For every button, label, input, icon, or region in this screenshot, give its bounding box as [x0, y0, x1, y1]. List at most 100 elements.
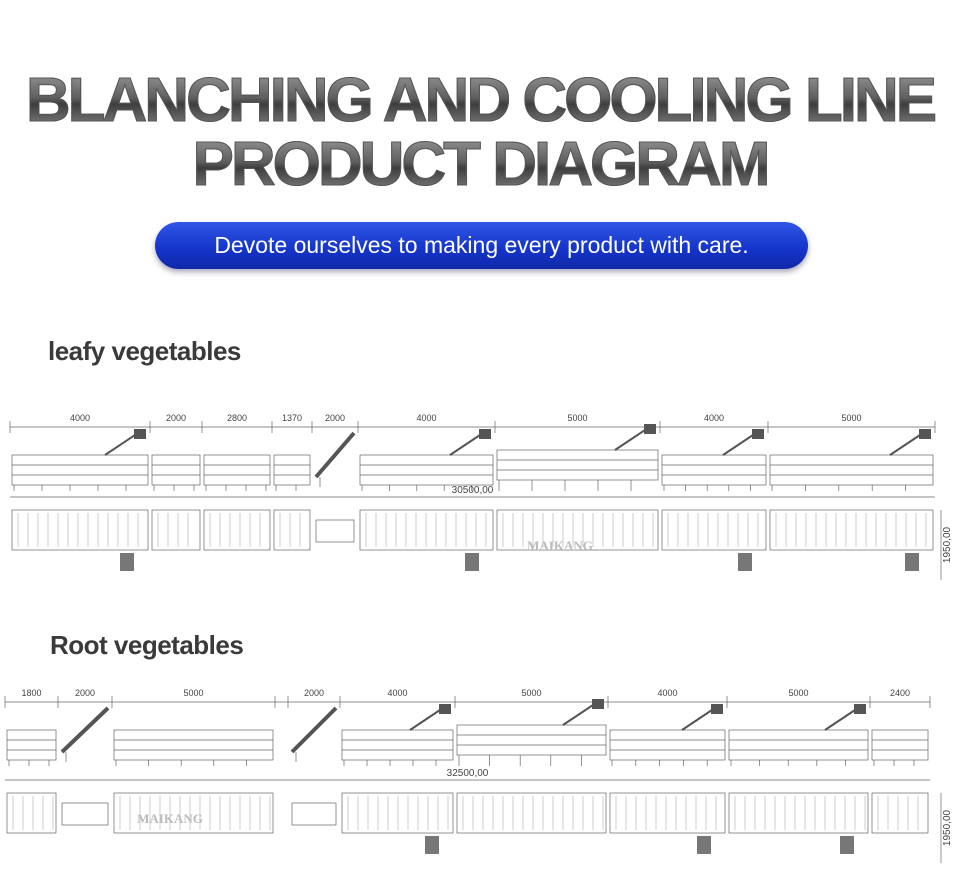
machine-side-view-brush [151, 454, 201, 491]
tank-body [273, 454, 311, 486]
machine-side-view-box [6, 729, 57, 766]
discharge-conveyor [824, 707, 859, 731]
tank-body [496, 449, 659, 481]
section-heading-root: Root vegetables [50, 630, 244, 660]
machine-plan-view [359, 509, 494, 551]
machine-plan-view [113, 792, 274, 834]
tank-body [769, 454, 934, 486]
pump-motor-icon [697, 836, 711, 854]
machine-plan-view [871, 792, 929, 834]
machine-plan-view [151, 509, 201, 551]
machine-side-view-wash [728, 704, 869, 766]
incline-conveyor [60, 706, 110, 754]
machine-plan-view [456, 792, 607, 834]
leafy-line-diagram: 4000 2000 2800 1370 2000 4000 5000 4000 5000 3050… [9, 413, 953, 580]
dimension-label: 2000 [325, 413, 345, 423]
machine-side-view-lift [290, 706, 338, 762]
discharge-conveyor [681, 707, 716, 731]
machine-side-view-belt [113, 729, 274, 766]
machine-side-view-wash [359, 429, 494, 491]
discharge-conveyor [722, 432, 757, 456]
machine-plan-view [661, 509, 767, 551]
tank-body [11, 454, 149, 486]
tank-body [6, 729, 57, 761]
machine-plan-view [341, 792, 454, 834]
machine-plan-view [728, 792, 869, 834]
incline-conveyor [290, 706, 338, 754]
dimension-label: 5000 [841, 413, 861, 423]
pump-motor-icon [120, 553, 134, 571]
dimension-label: 5000 [567, 413, 587, 423]
machine-side-view-belt [203, 454, 271, 491]
pump-motor-icon [465, 553, 479, 571]
dimension-label: 2000 [75, 688, 95, 698]
discharge-conveyor [449, 432, 484, 456]
dimension-label: 2000 [166, 413, 186, 423]
title-line-2: PRODUCT DIAGRAM [0, 133, 960, 196]
tank-body [456, 724, 607, 756]
dimension-label: 4000 [704, 413, 724, 423]
dimension-label: 2400 [890, 688, 910, 698]
machine-plan-view [609, 792, 726, 834]
machine-side-view-roll [871, 729, 929, 766]
tank-body [609, 729, 726, 761]
pump-motor-icon [905, 553, 919, 571]
machine-side-view-lift [314, 431, 356, 487]
motor-icon [479, 429, 491, 439]
dimension-label: 2800 [227, 413, 247, 423]
machine-side-view-wash [341, 704, 454, 766]
dimension-label: 1370 [282, 413, 302, 423]
discharge-conveyor [889, 432, 924, 456]
conveyor-plan-view [61, 802, 109, 826]
machine-side-view-wash [11, 429, 149, 491]
tank-body [661, 454, 767, 486]
machine-side-view-blanch [496, 424, 659, 491]
tank-body [151, 454, 201, 486]
machine-plan-view [273, 509, 311, 551]
slogan-banner: Devote ourselves to making every product… [155, 222, 808, 269]
tank-body [728, 729, 869, 761]
discharge-conveyor [562, 702, 597, 726]
motor-icon [134, 429, 146, 439]
incline-conveyor [314, 431, 356, 479]
machine-side-view-wash [769, 429, 934, 491]
tank-body [871, 729, 929, 761]
total-length-label: 30500,00 [452, 485, 494, 496]
machine-side-view-small [273, 454, 311, 491]
machine-plan-view [769, 509, 934, 551]
conveyor-plan-view [315, 519, 355, 543]
motor-icon [592, 699, 604, 709]
section-heading-leafy: leafy vegetables [48, 336, 241, 366]
motor-icon [644, 424, 656, 434]
discharge-conveyor [409, 707, 444, 731]
machine-plan-view [11, 509, 149, 551]
dimension-label: 5000 [521, 688, 541, 698]
width-label: 1950,00 [942, 809, 953, 846]
maikang-watermark: MAIKANG [527, 538, 593, 553]
tank-body [113, 729, 274, 761]
dimension-label: 2000 [304, 688, 324, 698]
conveyor-plan-view [291, 802, 337, 826]
total-length-label: 32500,00 [447, 768, 489, 779]
machine-plan-view [496, 509, 659, 551]
machine-plan-view [6, 792, 57, 834]
dimension-label: 5000 [788, 688, 808, 698]
dimension-label: 4000 [70, 413, 90, 423]
pump-motor-icon [840, 836, 854, 854]
machine-side-view-blanch [456, 699, 607, 766]
dimension-label: 5000 [183, 688, 203, 698]
dimension-label: 4000 [387, 688, 407, 698]
machine-side-view-wash [661, 429, 767, 491]
pump-motor-icon [738, 553, 752, 571]
motor-icon [711, 704, 723, 714]
dimension-label: 4000 [657, 688, 677, 698]
tank-body [203, 454, 271, 486]
machine-plan-view [203, 509, 271, 551]
motor-icon [439, 704, 451, 714]
pump-motor-icon [425, 836, 439, 854]
width-label: 1950,00 [942, 526, 953, 563]
dimension-label: 4000 [416, 413, 436, 423]
maikang-watermark: MAIKANG [137, 811, 203, 826]
tank-body [359, 454, 494, 486]
